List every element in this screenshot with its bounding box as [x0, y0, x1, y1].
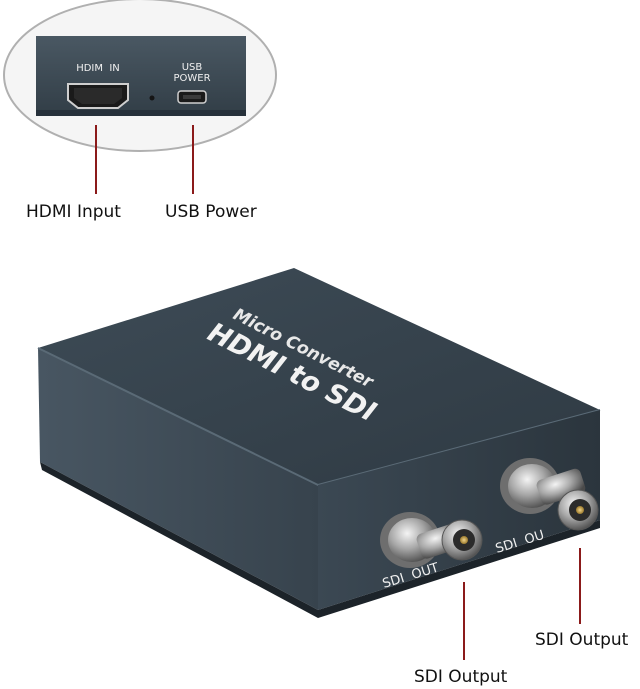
callout-label-hdmi-input: HDMI Input: [26, 202, 121, 222]
hdmi-port-label: HDIM IN: [76, 63, 120, 74]
converter-device: Micro Converter HDMI to SDI: [37, 268, 601, 618]
callout-label-sdi-output-right: SDI Output: [535, 630, 629, 650]
hdmi-port-icon: [67, 83, 129, 109]
bnc-connector-right: [500, 458, 599, 531]
led-indicator: [149, 95, 155, 101]
bnc-connector-left: [380, 512, 483, 568]
usb-port-icon: [177, 90, 207, 104]
callout-label-usb-power: USB Power: [165, 202, 257, 222]
panel-closeup: HDIM IN USB POWER: [36, 36, 246, 116]
callout-label-sdi-output-left: SDI Output: [414, 667, 508, 687]
usb-port-label-line1: USB: [182, 62, 203, 73]
usb-port-label-line2: POWER: [173, 73, 210, 84]
